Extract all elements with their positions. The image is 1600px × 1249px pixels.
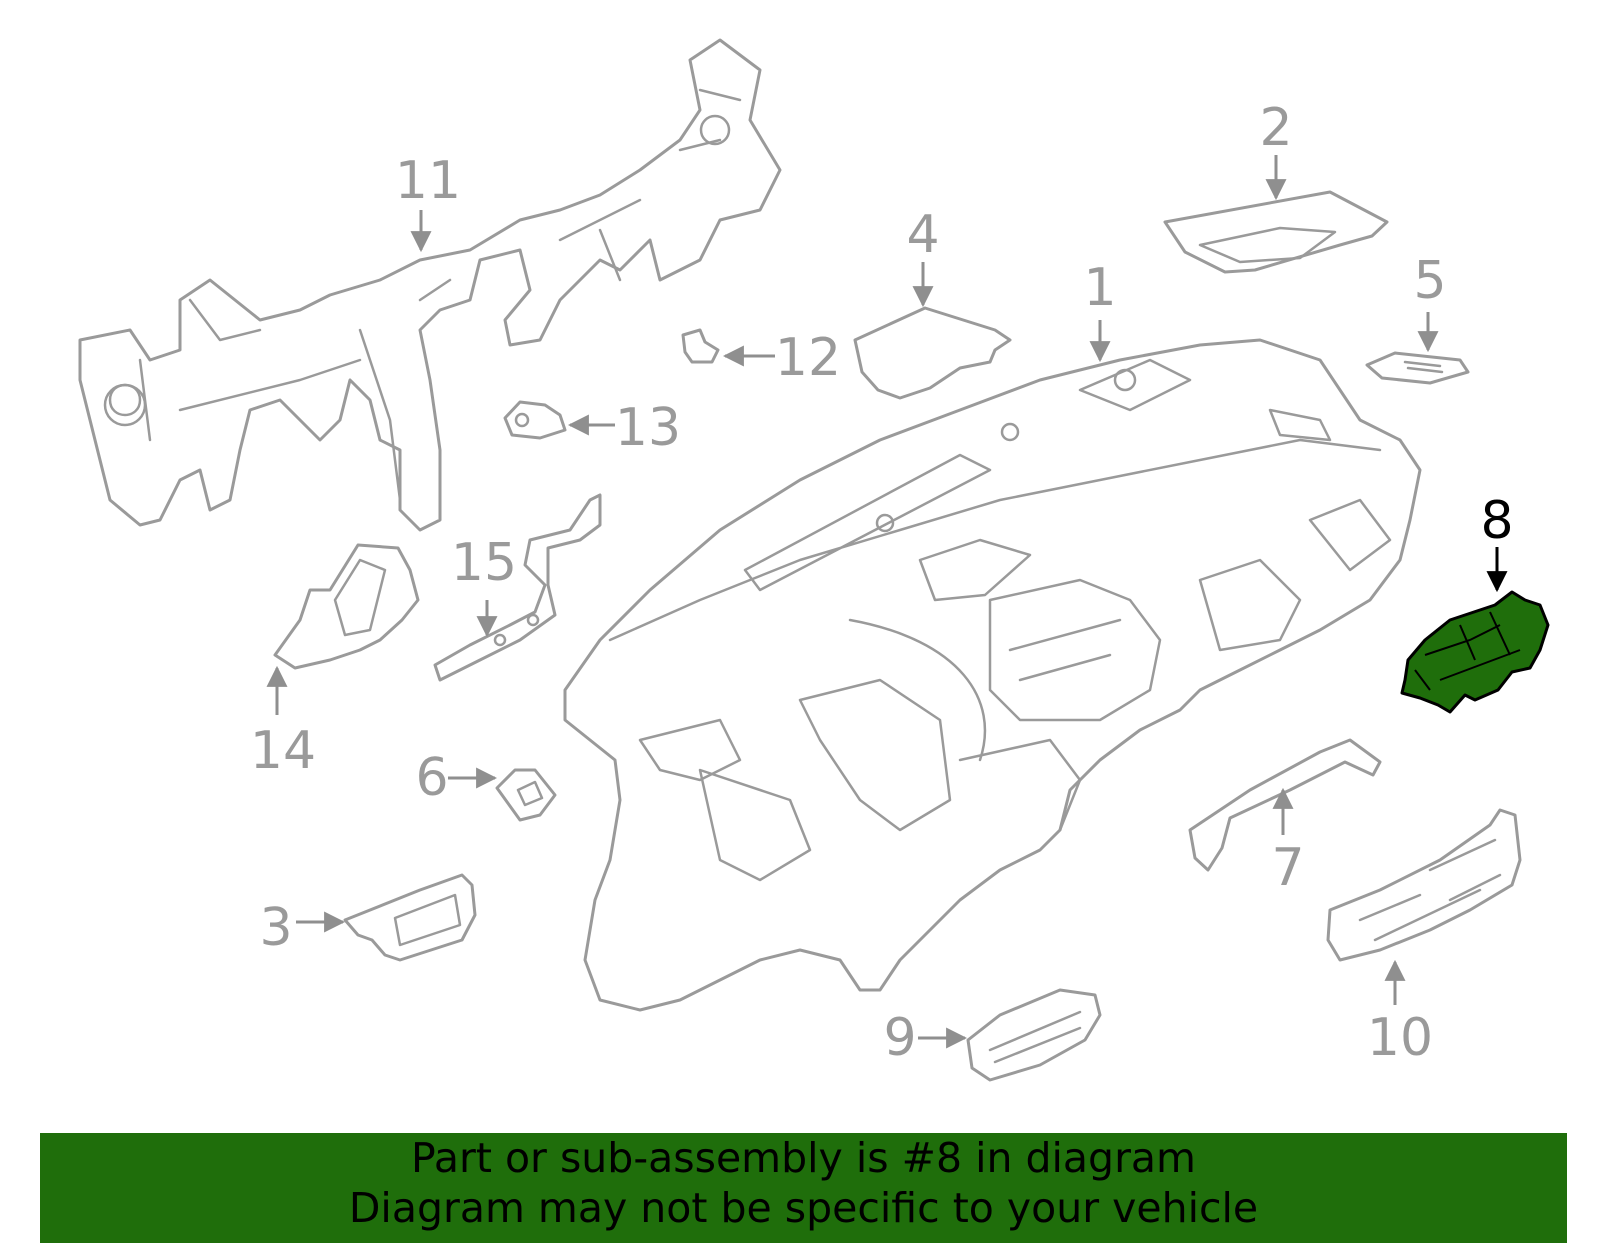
callout-14: 14 [250,721,316,781]
part-1-instrument-panel[interactable] [563,338,1422,1012]
part-10-switch-panel[interactable] [1326,808,1522,962]
part-12-bracket[interactable] [681,328,720,364]
part-6-vent-bezel[interactable] [495,768,557,822]
info-banner: Part or sub-assembly is #8 in diagram Di… [40,1133,1567,1243]
callout-11: 11 [395,151,461,211]
part-14-bracket[interactable] [273,543,420,670]
banner-line-2: Diagram may not be specific to your vehi… [348,1184,1259,1232]
callout-labels: 2 4 1 5 11 12 13 15 14 6 3 7 10 9 8 [250,98,1514,1068]
part-13-bracket[interactable] [503,400,567,440]
callout-4: 4 [906,205,939,265]
part-4-panel-cover[interactable] [853,306,1012,400]
callout-8: 8 [1480,491,1513,551]
callout-5: 5 [1413,251,1446,311]
callout-6: 6 [415,748,448,808]
callout-7: 7 [1271,838,1304,898]
part-8-highlighted[interactable] [1400,590,1550,714]
part-11-cross-car-beam[interactable] [78,38,782,532]
callout-13: 13 [615,398,681,458]
part-3-cover[interactable] [343,873,477,962]
part-9-vent[interactable] [966,988,1102,1082]
callout-12: 12 [775,328,841,388]
callout-3: 3 [259,898,292,958]
callout-9: 9 [883,1008,916,1068]
part-5-speaker-grille[interactable] [1365,351,1470,385]
part-8-shape [1400,590,1550,714]
callout-2: 2 [1259,98,1292,158]
banner-line-1: Part or sub-assembly is #8 in diagram [411,1134,1196,1182]
part-15-brace[interactable] [433,493,602,682]
callout-arrows [266,155,1508,1049]
part-2-top-cover[interactable] [1163,190,1389,274]
callout-15: 15 [451,533,517,593]
callout-10: 10 [1367,1008,1433,1068]
part-7-trim-strip[interactable] [1188,738,1382,872]
callout-1: 1 [1083,258,1116,318]
